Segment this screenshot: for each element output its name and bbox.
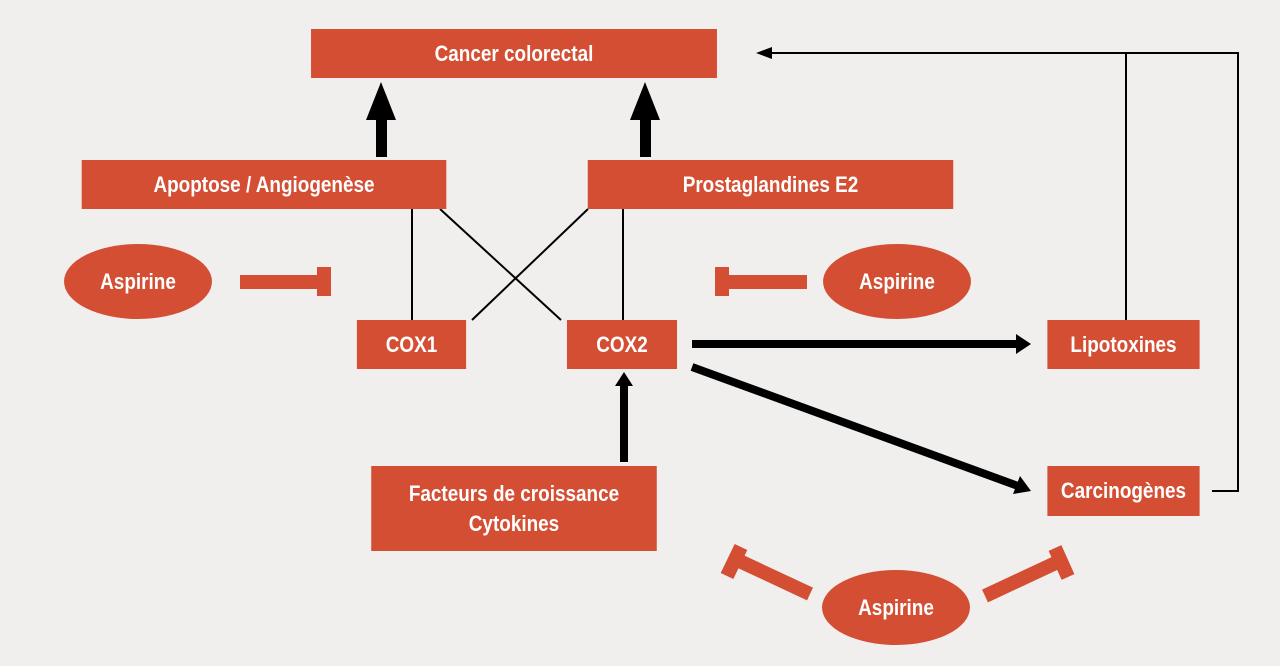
- node-lipotoxines-label: Lipotoxines: [1070, 331, 1177, 357]
- node-facteurs-cytokines: Facteurs de croissance Cytokines: [371, 466, 657, 551]
- node-aspirine-right-label: Aspirine: [859, 268, 935, 294]
- node-carcinogenes: Carcinogènes: [1047, 466, 1200, 516]
- node-cytokines-label: Cytokines: [468, 510, 560, 536]
- arrow-cox2-to-lipotoxines: [692, 334, 1031, 354]
- inhibitor-aspirine-bottom-left: [720, 543, 813, 601]
- arrow-prostaglandines-to-cancer: [630, 82, 660, 157]
- node-apoptose-angiogenese: Apoptose / Angiogenèse: [81, 160, 447, 209]
- node-aspirine-right: Aspirine: [823, 244, 971, 319]
- inhibitor-aspirine-right: [715, 267, 807, 296]
- arrow-cox2-to-carcinogenes: [690, 363, 1031, 494]
- node-cancer-colorectal: Cancer colorectal: [311, 29, 717, 78]
- node-cox1-label: COX1: [385, 331, 438, 357]
- node-cancer-colorectal-label: Cancer colorectal: [434, 40, 594, 66]
- node-prostaglandines-e2-label: Prostaglandines E2: [682, 171, 859, 197]
- node-aspirine-bottom: Aspirine: [822, 570, 970, 645]
- arrow-facteurs-to-cox2: [615, 372, 633, 462]
- node-facteurs-label: Facteurs de croissance: [408, 480, 620, 506]
- inhibitor-aspirine-left: [240, 267, 331, 296]
- node-aspirine-left-label: Aspirine: [100, 268, 176, 294]
- arrow-apoptose-to-cancer: [366, 82, 396, 157]
- feedback-lines-to-cancer: [756, 47, 1239, 492]
- inhibitor-aspirine-bottom-right: [982, 545, 1075, 603]
- node-apoptose-angiogenese-label: Apoptose / Angiogenèse: [153, 171, 375, 197]
- node-cox2-label: COX2: [596, 331, 648, 357]
- node-cox1: COX1: [356, 320, 467, 369]
- node-cox2: COX2: [566, 320, 678, 369]
- node-aspirine-bottom-label: Aspirine: [858, 594, 934, 620]
- link-cox1-prostaglandines: [471, 208, 589, 321]
- node-carcinogenes-label: Carcinogènes: [1060, 478, 1187, 504]
- node-aspirine-left: Aspirine: [64, 244, 212, 319]
- node-prostaglandines-e2: Prostaglandines E2: [587, 160, 954, 209]
- node-lipotoxines: Lipotoxines: [1047, 320, 1200, 369]
- link-cox2-apoptose: [439, 208, 562, 321]
